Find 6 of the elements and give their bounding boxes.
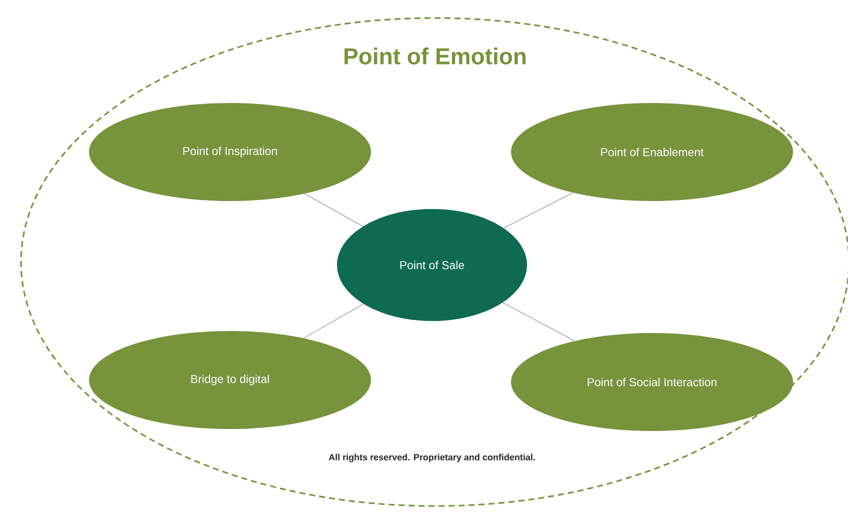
connector-line	[304, 193, 364, 227]
connector-line	[303, 304, 364, 338]
connector-line	[503, 192, 574, 229]
caption-text: All rights reserved. Proprietary and confidential.	[328, 454, 535, 462]
connector-line	[502, 302, 576, 342]
heading: Point of Emotion	[344, 48, 526, 64]
